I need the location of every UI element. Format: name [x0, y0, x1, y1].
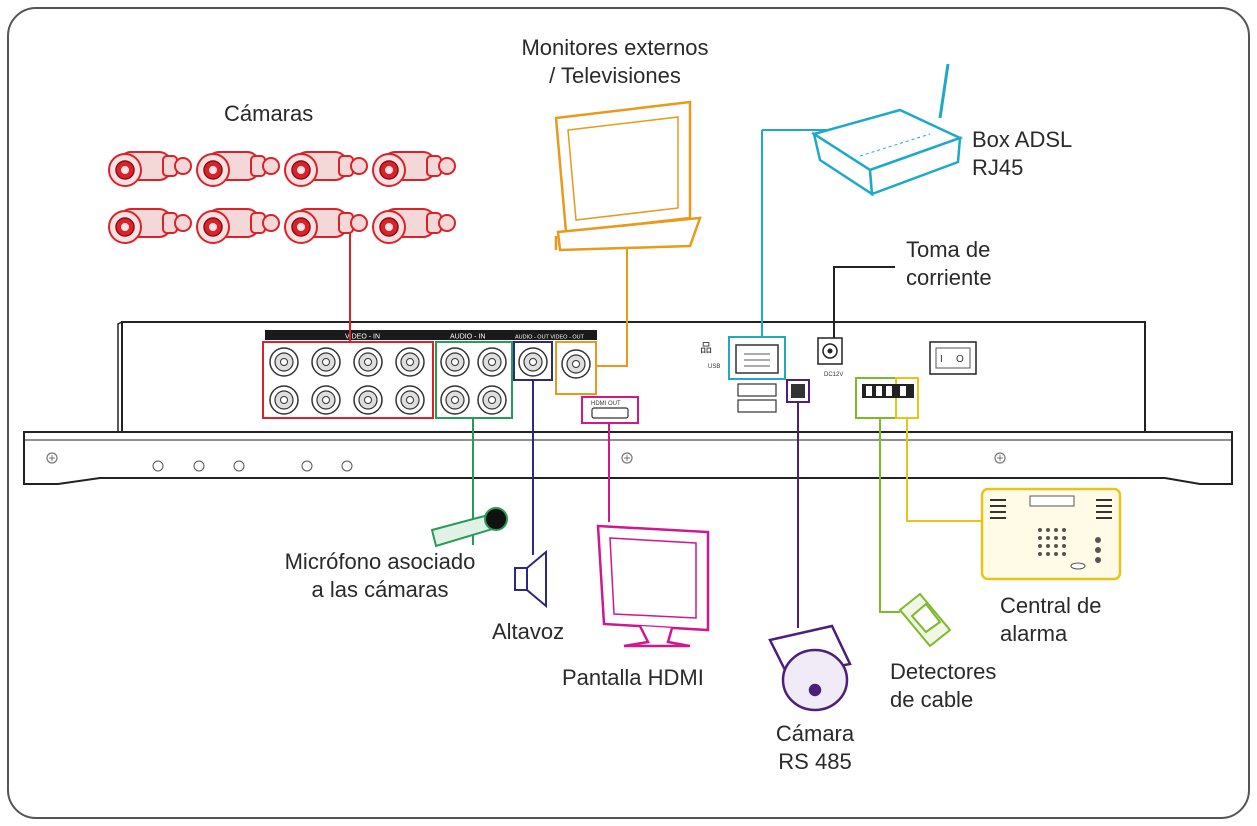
label-alarm-panel: Central de alarma [1000, 593, 1102, 646]
label-external-monitors: Monitores externos / Televisiones [521, 35, 709, 88]
connection-lines [349, 129, 982, 628]
usb-label: USB [708, 364, 720, 370]
video-out-group [555, 341, 597, 395]
dc-label: DC12V [824, 372, 843, 378]
video-in-group [262, 341, 434, 419]
label-microphone: Micrófono asociado a las cámaras [284, 549, 476, 602]
label-power-outlet: Toma de corriente [906, 237, 992, 290]
network-icon: 品 [700, 341, 712, 355]
adsl-router [810, 63, 964, 197]
label-hdmi-screen: Pantalla HDMI [562, 665, 704, 690]
network-port-group [728, 336, 786, 380]
ptz-camera [768, 624, 852, 712]
label-speaker: Altavoz [492, 619, 565, 644]
svg-text:I: I [940, 354, 943, 365]
label-cable-detectors: Detectores de cable [890, 659, 997, 712]
video-in-label: VIDEO - IN [345, 334, 380, 341]
audio-in-label: AUDIO - IN [450, 334, 485, 341]
label-cameras: Cámaras [224, 101, 314, 126]
label-ptz-camera: Cámara RS 485 [775, 721, 855, 774]
external-monitor [554, 100, 702, 252]
dvr-rear-panel: VIDEO - IN AUDIO - IN AUDIO - OUT VIDEO … [23, 321, 1233, 485]
cable-detectors [898, 592, 952, 648]
svg-text:O: O [956, 354, 964, 365]
alarm-panel [980, 487, 1122, 581]
power-jack [817, 337, 843, 365]
microphone [430, 507, 508, 548]
hdmi-screen [596, 524, 710, 648]
speaker [514, 549, 547, 609]
label-adsl-router: Box ADSL RJ45 [972, 127, 1073, 180]
audio-video-out-label: AUDIO - OUT VIDEO - OUT [515, 335, 585, 341]
hdmi-port-label: HDMI OUT [591, 401, 621, 407]
